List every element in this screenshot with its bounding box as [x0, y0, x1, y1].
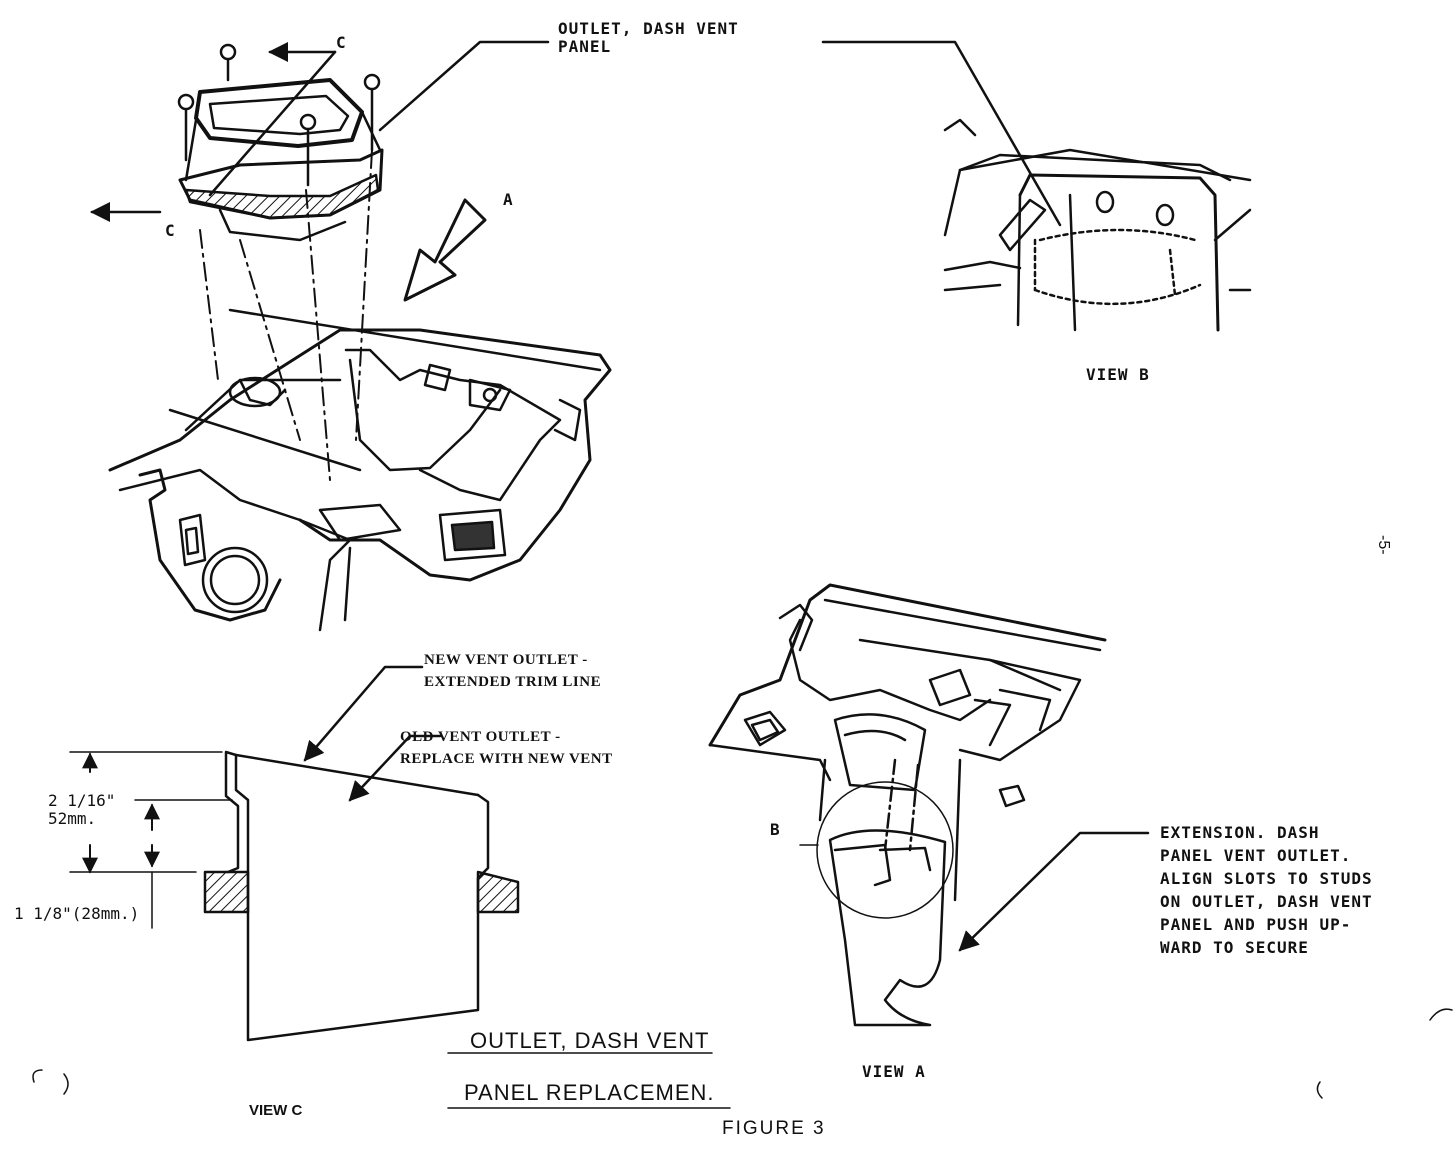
figure-number: FIGURE 3 — [722, 1118, 826, 1139]
view-c-label: VIEW C — [249, 1102, 303, 1119]
callout-b-label: B — [770, 820, 781, 839]
figure-title-line2: PANEL REPLACEMEN. — [464, 1080, 715, 1105]
view-b-drawing — [821, 40, 1252, 332]
section-c-top-label: C — [336, 33, 347, 52]
view-a-label: VIEW A — [862, 1062, 926, 1081]
figure-title-line1: OUTLET, DASH VENT — [470, 1028, 710, 1053]
main-assembly-drawing — [90, 40, 612, 632]
dimension-upper-label: 2 1/16" 52mm. — [48, 791, 116, 829]
view-c-drawing — [32, 665, 731, 1109]
new-vent-outlet-label: NEW VENT OUTLET - EXTENDED TRIM LINE — [424, 652, 602, 690]
old-vent-outlet-label: OLD VENT OUTLET - REPLACE WITH NEW VENT — [400, 727, 613, 771]
outlet-dash-vent-panel-label: OUTLET, DASH VENT PANEL — [558, 19, 739, 57]
dimension-lower-label: 1 1/8"(28mm.) — [14, 904, 140, 923]
extension-note: EXTENSION. DASH PANEL VENT OUTLET. ALIGN… — [1160, 823, 1373, 958]
view-b-label: VIEW B — [1086, 365, 1150, 384]
page-number: -5- — [1375, 535, 1392, 555]
view-a-drawing — [708, 583, 1453, 1099]
screw-icon — [177, 43, 381, 187]
old-vent-outlet-text: OLD VENT OUTLET - REPLACE WITH NEW VENT — [400, 729, 613, 767]
section-c-left-label: C — [165, 221, 176, 240]
arrow-a-label: A — [503, 190, 514, 209]
